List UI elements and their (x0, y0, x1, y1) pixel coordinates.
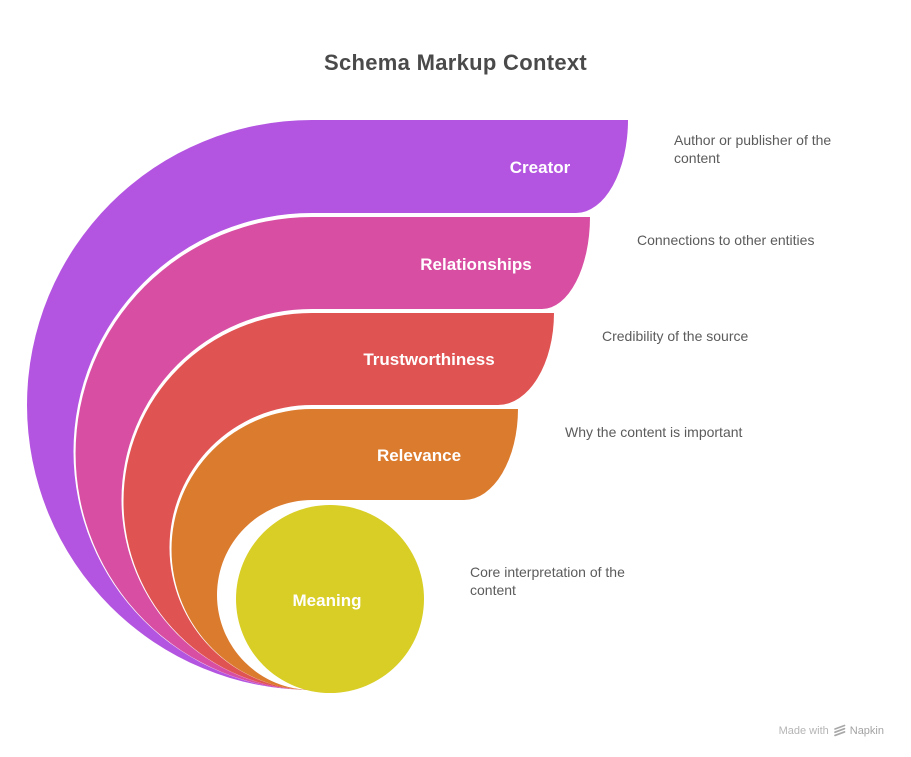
meaning-description: Core interpretation of the content (470, 564, 625, 598)
trustworthiness-label: Trustworthiness (363, 350, 495, 369)
creator-shape (27, 120, 628, 690)
napkin-logo-icon (833, 724, 846, 737)
meaning-shape (236, 505, 424, 693)
relevance-description: Why the content is important (565, 424, 743, 440)
trustworthiness-shape (123, 313, 554, 690)
watermark-prefix: Made with (778, 724, 829, 737)
watermark-brand: Napkin (849, 724, 884, 737)
diagram-title: Schema Markup Context (323, 50, 588, 75)
relevance-shape (171, 409, 519, 690)
trustworthiness-description: Credibility of the source (602, 328, 749, 344)
creator-label: Creator (509, 158, 571, 177)
relevance-label: Relevance (376, 446, 462, 465)
relationships-label: Relationships (420, 255, 532, 274)
relationships-shape (75, 217, 590, 690)
meaning-label: Meaning (292, 591, 362, 610)
creator-description: Author or publisher of the content (674, 132, 832, 166)
made-with-napkin-watermark: Made with Napkin (779, 724, 884, 737)
relationships-description: Connections to other entities (637, 232, 815, 248)
